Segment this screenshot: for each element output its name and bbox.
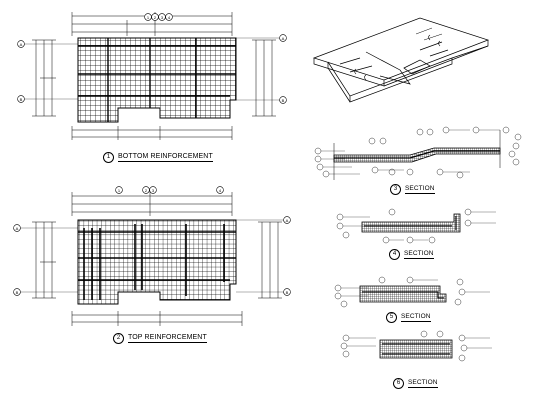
plan1-left-dimensions <box>32 39 56 117</box>
svg-text:4: 4 <box>219 188 222 193</box>
plan-bottom-reinforcement: 1 2 3 4 A B <box>17 12 287 140</box>
svg-text:B: B <box>282 98 285 103</box>
section-5-callouts <box>334 276 466 308</box>
plan2-bottom-dimensions <box>71 311 243 326</box>
plan2-left-dimensions <box>32 221 56 299</box>
plan2-left-grid-markers: A B <box>13 224 78 296</box>
plan1-right-grid-markers: A B <box>236 34 287 104</box>
plan1-number: 1 <box>103 152 114 163</box>
plan1-title: 1 BOTTOM REINFORCEMENT <box>103 152 213 163</box>
svg-text:1: 1 <box>147 15 150 20</box>
section-5-title-text: SECTION <box>401 313 431 322</box>
svg-text:A: A <box>286 218 289 223</box>
section-6-title: 6 SECTION <box>393 378 438 389</box>
svg-text:1: 1 <box>118 188 121 193</box>
section-3-title-text: SECTION <box>405 185 435 194</box>
section-6-number: 6 <box>393 378 404 389</box>
plan1-right-dimensions <box>252 39 276 117</box>
svg-text:3: 3 <box>152 188 155 193</box>
section-3-detail <box>314 126 522 180</box>
section-5-detail <box>334 276 490 308</box>
svg-text:A: A <box>282 36 285 41</box>
plan-top-reinforcement: 1 2 3 4 A <box>13 186 291 326</box>
plan2-right-grid-markers: A B <box>236 216 291 296</box>
plan2-title-text: TOP REINFORCEMENT <box>128 334 207 343</box>
section-5-title: 5 SECTION <box>386 312 431 323</box>
plan1-left-grid-markers: A B <box>17 40 78 103</box>
isometric-slab-view <box>312 17 490 103</box>
plan2-number: 2 <box>113 333 124 344</box>
section-5-number: 5 <box>386 312 397 323</box>
section-3-number: 3 <box>390 184 401 195</box>
section-4-callouts <box>336 208 472 244</box>
plan1-title-text: BOTTOM REINFORCEMENT <box>118 153 213 162</box>
svg-text:2: 2 <box>145 188 148 193</box>
svg-text:2: 2 <box>154 15 157 20</box>
section-4-number: 4 <box>389 249 400 260</box>
section-3-title: 3 SECTION <box>390 184 435 195</box>
section-6-callouts <box>340 330 468 362</box>
svg-text:3: 3 <box>161 15 164 20</box>
plan2-slab-mesh <box>77 219 237 305</box>
section-6-detail <box>340 330 492 362</box>
svg-text:A: A <box>20 42 23 47</box>
section-4-detail <box>336 208 496 244</box>
section-4-title: 4 SECTION <box>389 249 434 260</box>
plan2-top-dimensions <box>71 192 233 216</box>
svg-text:B: B <box>286 290 289 295</box>
plan2-heavy-bars <box>78 224 236 300</box>
section-6-title-text: SECTION <box>408 379 438 388</box>
plan1-top-grid-markers: 1 2 3 4 <box>144 13 173 21</box>
section-4-title-text: SECTION <box>404 250 434 259</box>
section-3-callouts <box>314 126 522 179</box>
plan1-bottom-dimensions <box>71 126 233 140</box>
plan1-slab-mesh <box>77 37 237 123</box>
plan2-right-dimensions <box>258 221 282 299</box>
svg-text:B: B <box>20 97 23 102</box>
plan1-heavy-bars <box>78 38 236 122</box>
svg-text:A: A <box>16 226 19 231</box>
plan2-top-grid-markers: 1 2 3 4 <box>115 186 224 194</box>
svg-text:4: 4 <box>168 15 171 20</box>
plan2-title: 2 TOP REINFORCEMENT <box>113 333 207 344</box>
svg-text:B: B <box>16 290 19 295</box>
